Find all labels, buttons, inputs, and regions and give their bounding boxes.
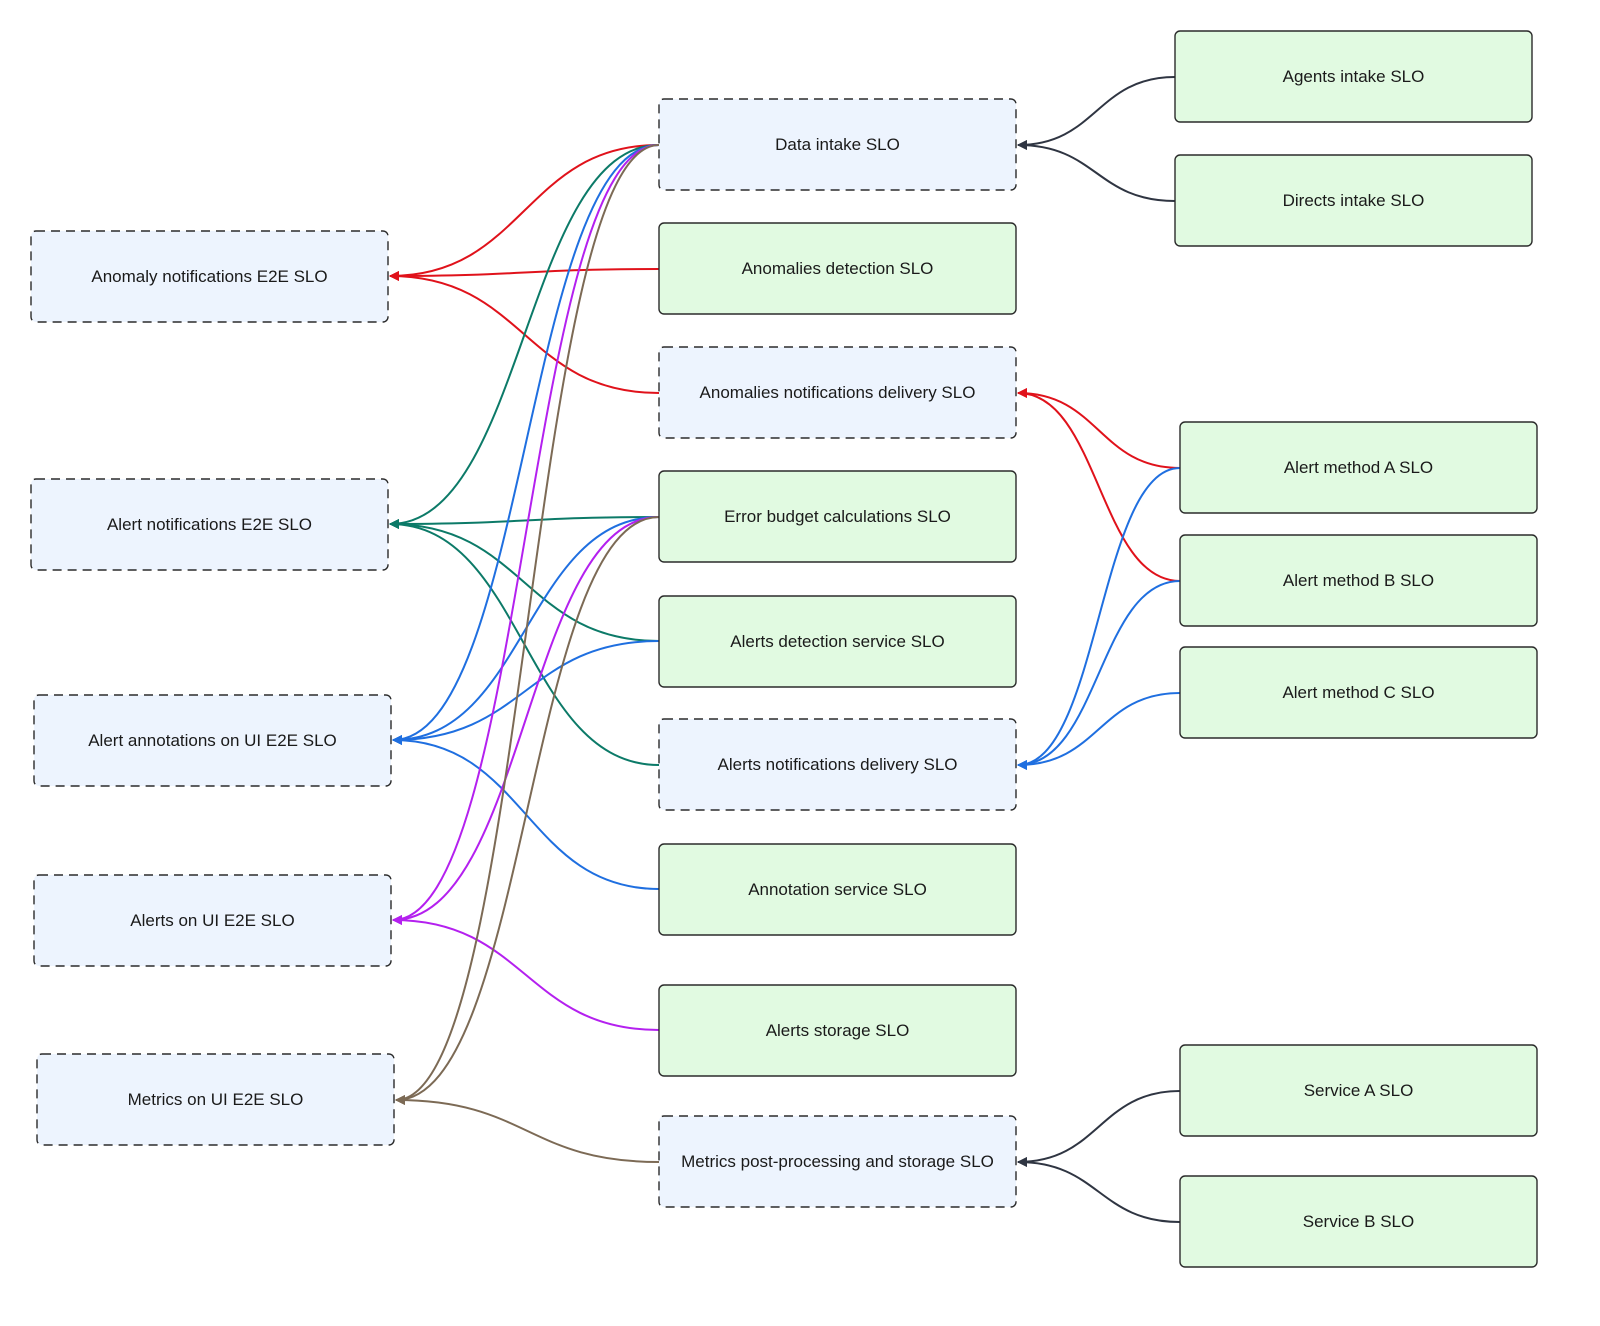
node-metrics-post-processing[interactable]: Metrics post-processing and storage SLO [658,1115,1017,1208]
nodes-layer: Anomaly notifications E2E SLO Alert noti… [30,30,1538,1268]
node-anomalies-notifications-delivery[interactable]: Anomalies notifications delivery SLO [658,346,1017,439]
edge-alerts_detection-to-annotations_e2e [392,640,660,745]
node-label: Alert annotations on UI E2E SLO [88,731,337,750]
node-label: Alerts on UI E2E SLO [130,911,294,930]
node-label: Alert method C SLO [1282,683,1434,702]
edge-data_intake-to-alert_e2e [389,144,660,529]
edge-alerts_storage-to-alerts_ui_e2e [392,915,660,1031]
node-alerts-on-ui-e2e[interactable]: Alerts on UI E2E SLO [33,874,392,967]
edge-data_intake-to-metrics_ui_e2e [395,144,660,1105]
edge-alert_method_a-to-anomalies_delivery [1017,388,1181,469]
node-alerts-notifications-delivery[interactable]: Alerts notifications delivery SLO [658,718,1017,811]
edge-metrics_post-to-metrics_ui_e2e [395,1095,660,1163]
node-annotation-service[interactable]: Annotation service SLO [658,843,1017,936]
edge-alert_method_a-to-alerts_delivery [1017,467,1181,770]
edge-service_a-to-metrics_post [1017,1090,1181,1167]
edge-data_intake-to-annotations_e2e [392,144,660,745]
edge-service_b-to-metrics_post [1017,1157,1181,1223]
node-directs-intake[interactable]: Directs intake SLO [1174,154,1533,247]
node-label: Alerts detection service SLO [730,632,944,651]
node-label: Metrics on UI E2E SLO [128,1090,304,1109]
edge-alert_method_c-to-alerts_delivery [1017,692,1181,770]
node-label: Anomalies detection SLO [742,259,934,278]
node-label: Anomalies notifications delivery SLO [700,383,976,402]
node-label: Alert notifications E2E SLO [107,515,312,534]
edge-alert_method_b-to-alerts_delivery [1017,580,1181,770]
node-alert-method-a[interactable]: Alert method A SLO [1179,421,1538,514]
node-agents-intake[interactable]: Agents intake SLO [1174,30,1533,123]
edge-error_budget-to-alert_e2e [389,516,660,529]
node-alert-method-b[interactable]: Alert method B SLO [1179,534,1538,627]
edge-agents_intake-to-data_intake [1017,76,1176,150]
node-label: Annotation service SLO [748,880,927,899]
node-error-budget-calculations[interactable]: Error budget calculations SLO [658,470,1017,563]
node-label: Error budget calculations SLO [724,507,951,526]
node-data-intake[interactable]: Data intake SLO [658,98,1017,191]
node-label: Alerts storage SLO [766,1021,910,1040]
node-alert-annotations-e2e[interactable]: Alert annotations on UI E2E SLO [33,694,392,787]
node-label: Directs intake SLO [1283,191,1425,210]
node-anomalies-detection[interactable]: Anomalies detection SLO [658,222,1017,315]
edge-error_budget-to-alerts_ui_e2e [392,516,660,925]
node-label: Alerts notifications delivery SLO [718,755,958,774]
node-service-a[interactable]: Service A SLO [1179,1044,1538,1137]
edge-directs_intake-to-data_intake [1017,140,1176,202]
node-metrics-on-ui-e2e[interactable]: Metrics on UI E2E SLO [36,1053,395,1146]
node-service-b[interactable]: Service B SLO [1179,1175,1538,1268]
edge-data_intake-to-alerts_ui_e2e [392,144,660,925]
node-label: Anomaly notifications E2E SLO [91,267,327,286]
node-anomaly-notifications-e2e[interactable]: Anomaly notifications E2E SLO [30,230,389,323]
node-alerts-storage[interactable]: Alerts storage SLO [658,984,1017,1077]
node-label: Metrics post-processing and storage SLO [681,1152,994,1171]
node-label: Service A SLO [1304,1081,1414,1100]
edge-data_intake-to-anomaly_e2e [389,144,660,281]
edge-alerts_detection-to-alert_e2e [389,519,660,642]
edge-error_budget-to-metrics_ui_e2e [395,516,660,1105]
node-label: Data intake SLO [775,135,900,154]
edges-layer [389,76,1181,1223]
node-label: Agents intake SLO [1283,67,1425,86]
node-alert-notifications-e2e[interactable]: Alert notifications E2E SLO [30,478,389,571]
node-alert-method-c[interactable]: Alert method C SLO [1179,646,1538,739]
node-label: Alert method B SLO [1283,571,1434,590]
node-label: Service B SLO [1303,1212,1415,1231]
node-alerts-detection-service[interactable]: Alerts detection service SLO [658,595,1017,688]
edge-anomalies_detection-to-anomaly_e2e [389,268,660,281]
node-label: Alert method A SLO [1284,458,1433,477]
edge-alert_method_b-to-anomalies_delivery [1017,388,1181,582]
